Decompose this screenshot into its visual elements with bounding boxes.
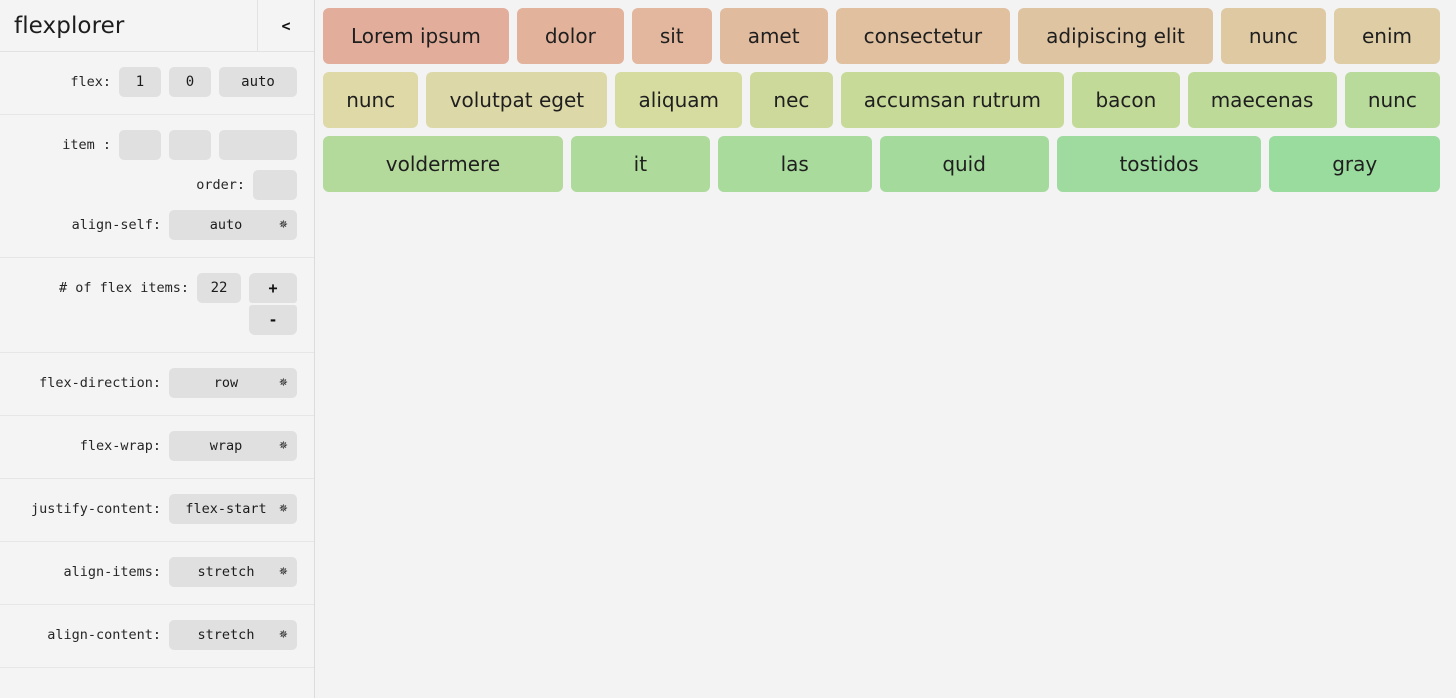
flex-item[interactable]: quid bbox=[879, 136, 1049, 192]
align-content-label: align-content: bbox=[47, 627, 161, 643]
flex-item[interactable]: aliquam bbox=[615, 72, 743, 128]
control-flex-wrap: flex-wrap: nowrapwrapwrap-reverse ✵ bbox=[0, 416, 314, 479]
flex-item[interactable]: gray bbox=[1269, 136, 1440, 192]
sidebar-header: flexplorer < bbox=[0, 0, 314, 52]
control-align-items: align-items: flex-startflex-endcenterbas… bbox=[0, 542, 314, 605]
item-order-row: order: bbox=[0, 165, 314, 205]
flex-wrap-label: flex-wrap: bbox=[79, 438, 161, 454]
control-justify-content: justify-content: flex-startflex-endcente… bbox=[0, 479, 314, 542]
order-input[interactable] bbox=[253, 170, 297, 200]
item-align-self-row: align-self: autoflex-startflex-endcenter… bbox=[0, 205, 314, 245]
flex-item[interactable]: sit bbox=[631, 8, 712, 64]
flex-basis-input[interactable] bbox=[219, 67, 297, 97]
control-flex-direction: flex-direction: rowrow-reversecolumncolu… bbox=[0, 353, 314, 416]
sidebar: flexplorer < flex: item : order: bbox=[0, 0, 315, 698]
justify-content-select[interactable]: flex-startflex-endcenterspace-betweenspa… bbox=[169, 494, 297, 524]
flex-wrap-select[interactable]: nowrapwrapwrap-reverse bbox=[169, 431, 297, 461]
item-grow-input[interactable] bbox=[119, 130, 161, 160]
item-shrink-input[interactable] bbox=[169, 130, 211, 160]
flex-item[interactable]: nunc bbox=[1220, 8, 1326, 64]
item-values-row: item : bbox=[0, 125, 314, 165]
page-title: flexplorer bbox=[14, 12, 125, 39]
flex-item-count-label: # of flex items: bbox=[58, 280, 189, 296]
flex-item[interactable]: nunc bbox=[1344, 72, 1441, 128]
flex-item-count-section: # of flex items: + - bbox=[0, 258, 314, 353]
increment-button[interactable]: + bbox=[249, 273, 297, 303]
item-section: item : order: align-self: autoflex-start… bbox=[0, 115, 314, 258]
align-self-label: align-self: bbox=[71, 217, 161, 233]
align-content-select[interactable]: flex-startflex-endcenterspace-betweenspa… bbox=[169, 620, 297, 650]
flex-label: flex: bbox=[70, 74, 111, 90]
flex-item[interactable]: volutpat eget bbox=[426, 72, 608, 128]
flex-item[interactable]: las bbox=[717, 136, 872, 192]
justify-content-label: justify-content: bbox=[30, 501, 161, 517]
control-align-content: align-content: flex-startflex-endcenters… bbox=[0, 605, 314, 668]
order-label: order: bbox=[196, 177, 245, 193]
flex-item-count-stepper: + - bbox=[249, 273, 297, 335]
flex-item[interactable]: enim bbox=[1333, 8, 1441, 64]
flex-item[interactable]: it bbox=[570, 136, 710, 192]
flex-direction-select[interactable]: rowrow-reversecolumncolumn-reverse bbox=[169, 368, 297, 398]
flex-item[interactable]: bacon bbox=[1072, 72, 1180, 128]
flex-direction-label: flex-direction: bbox=[39, 375, 161, 391]
flex-shorthand-section: flex: bbox=[0, 52, 314, 115]
item-basis-input[interactable] bbox=[219, 130, 297, 160]
align-items-label: align-items: bbox=[63, 564, 161, 580]
flex-shrink-input[interactable] bbox=[169, 67, 211, 97]
flex-item-count-input[interactable] bbox=[197, 273, 241, 303]
flex-item[interactable]: nunc bbox=[323, 72, 419, 128]
item-label: item : bbox=[62, 137, 111, 153]
flex-item[interactable]: voldermere bbox=[323, 136, 563, 192]
flex-item[interactable]: adipiscing elit bbox=[1018, 8, 1213, 64]
flex-item[interactable]: dolor bbox=[516, 8, 624, 64]
flex-item[interactable]: nec bbox=[750, 72, 833, 128]
align-items-select[interactable]: flex-startflex-endcenterbaselinestretch bbox=[169, 557, 297, 587]
flex-item[interactable]: tostidos bbox=[1056, 136, 1262, 192]
align-self-select[interactable]: autoflex-startflex-endcenterbaselinestre… bbox=[169, 210, 297, 240]
align-self-select-wrap: autoflex-startflex-endcenterbaselinestre… bbox=[169, 210, 297, 240]
flex-grow-input[interactable] bbox=[119, 67, 161, 97]
flex-item[interactable]: consectetur bbox=[835, 8, 1011, 64]
decrement-button[interactable]: - bbox=[249, 305, 297, 335]
flex-item-count-row: # of flex items: + - bbox=[0, 268, 314, 340]
flex-item[interactable]: Lorem ipsum bbox=[323, 8, 509, 64]
chevron-left-icon[interactable]: < bbox=[257, 0, 314, 51]
flex-shorthand-row: flex: bbox=[0, 62, 314, 102]
flex-item[interactable]: accumsan rutrum bbox=[840, 72, 1065, 128]
flex-item[interactable]: amet bbox=[719, 8, 828, 64]
flex-item[interactable]: maecenas bbox=[1187, 72, 1337, 128]
